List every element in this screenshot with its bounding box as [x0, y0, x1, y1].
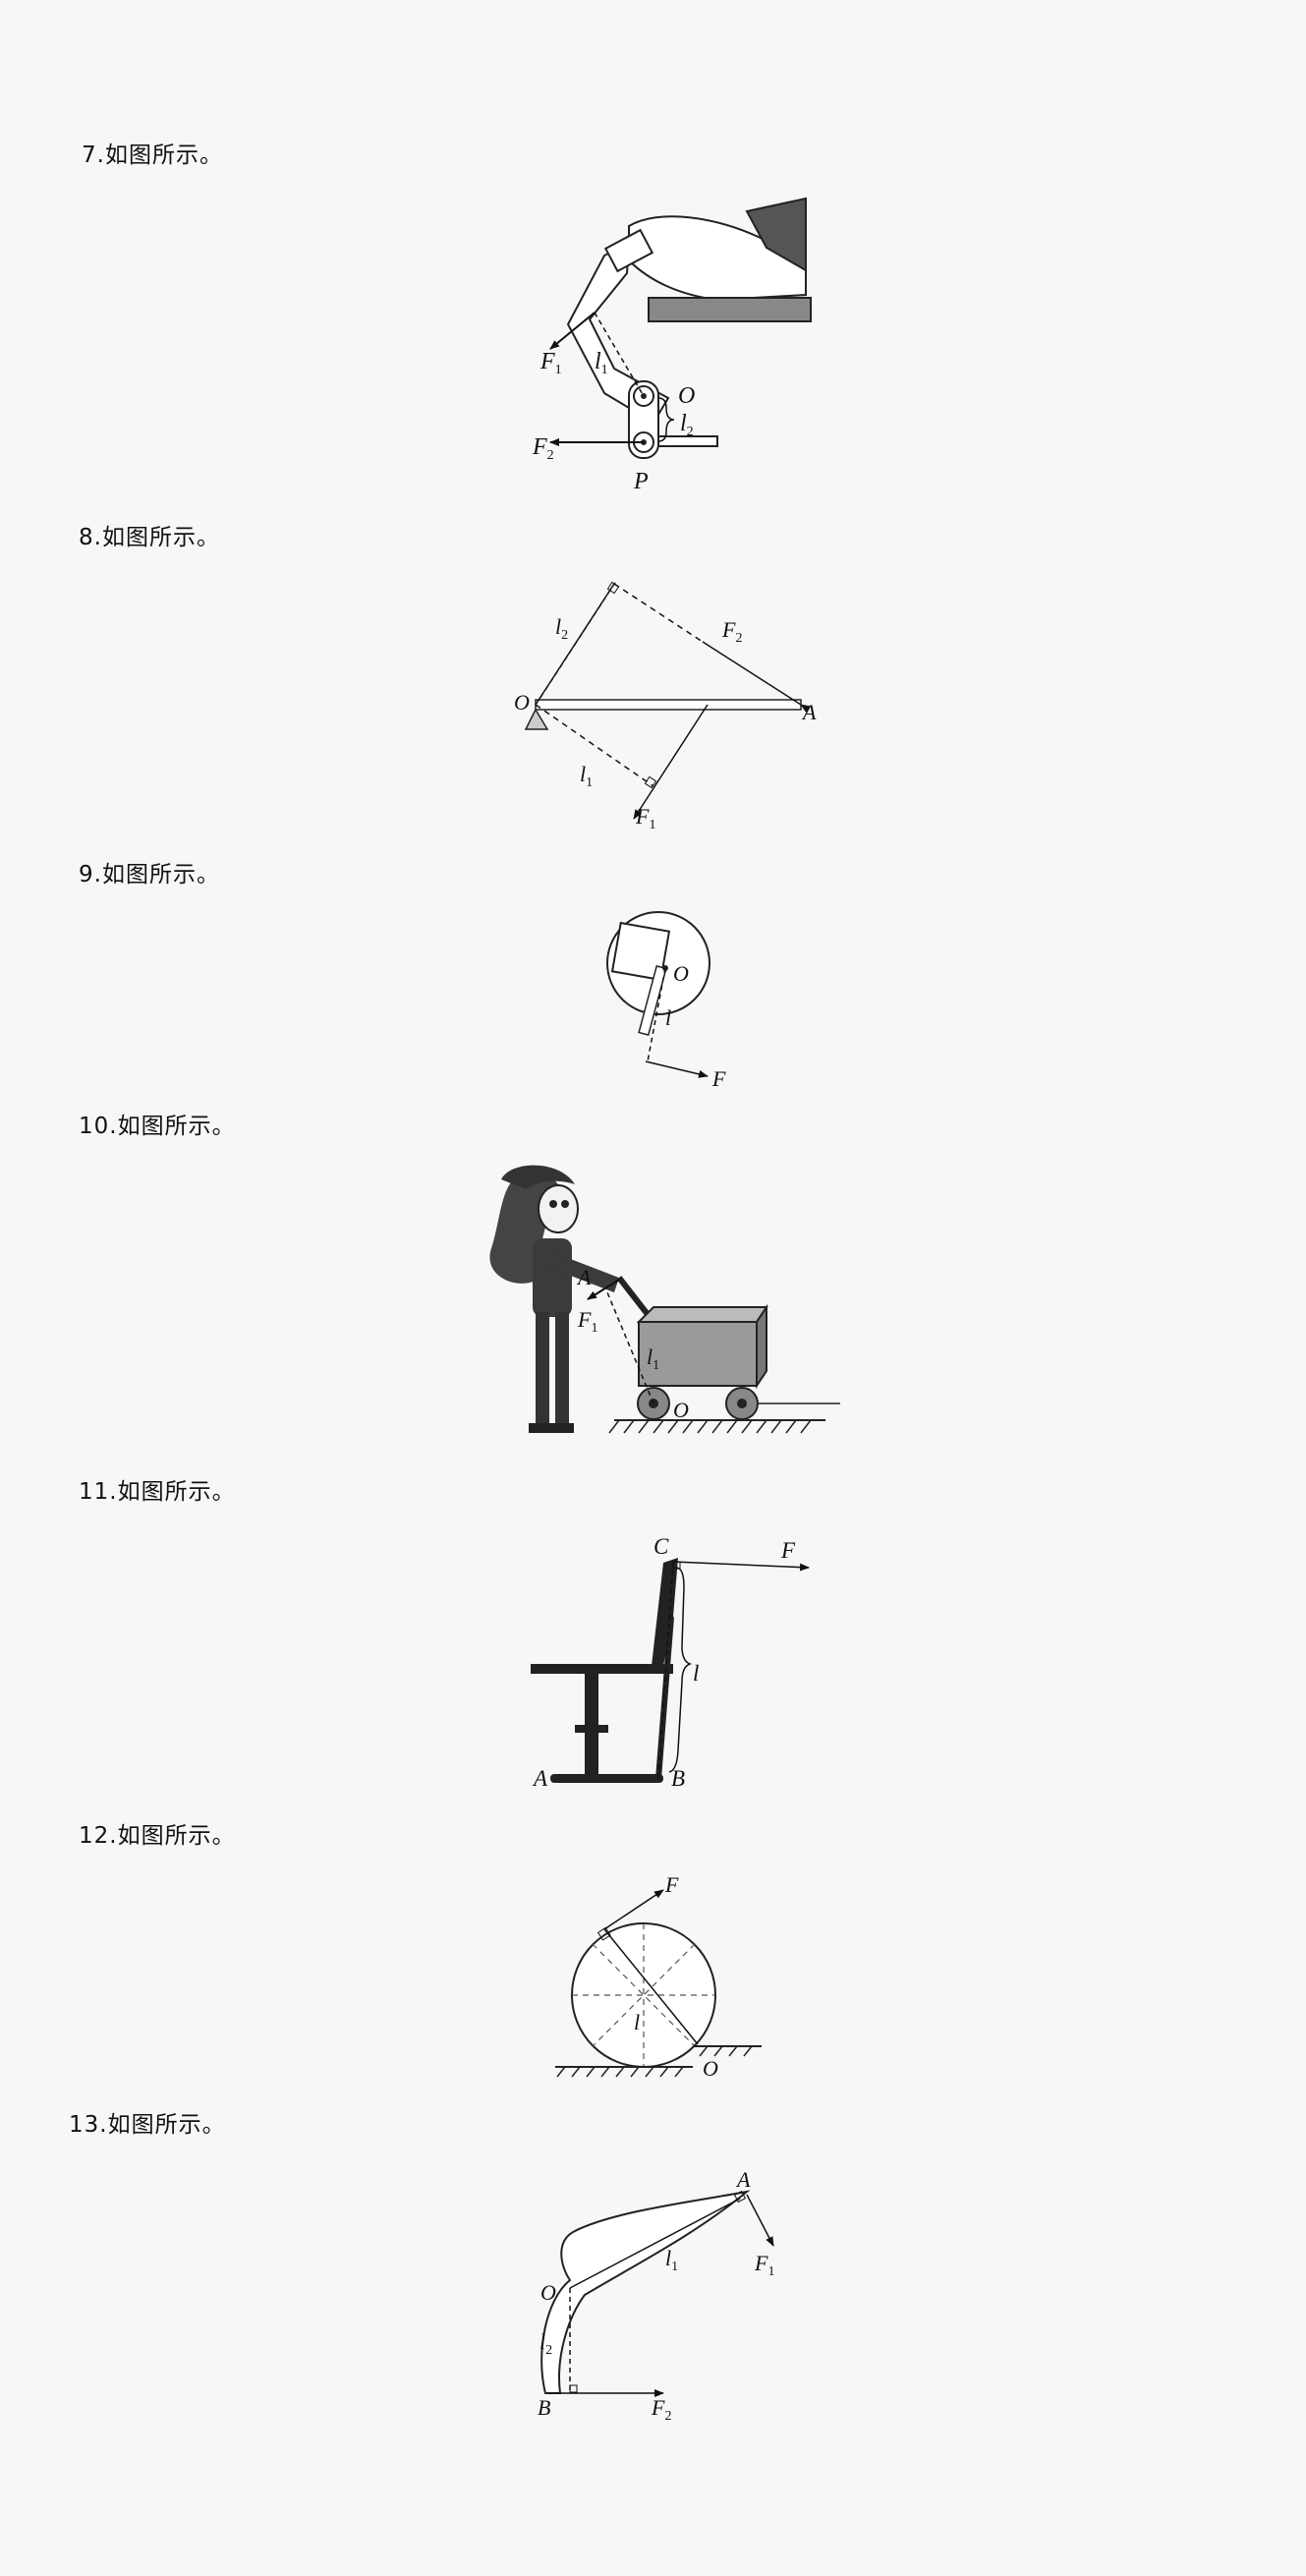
chair-back: [652, 1558, 678, 1666]
label-F2: F2: [721, 617, 742, 646]
label-F1: F1: [754, 2251, 774, 2279]
arm-l1-dashed: [535, 704, 654, 787]
label-C: C: [653, 1534, 669, 1559]
label-O: O: [673, 961, 689, 986]
label-l1: l1: [580, 762, 593, 790]
label-l: l: [634, 2010, 640, 2034]
label-l2: l2: [555, 614, 568, 643]
arm-l2-brace: [657, 397, 675, 442]
label-F2: F2: [532, 434, 554, 463]
arm-l-dashed: [657, 1561, 674, 1780]
shoe-heel: [745, 197, 807, 272]
question-13-label: 13.如图所示。: [69, 2112, 226, 2138]
arm-l-dashed: [647, 967, 666, 1062]
label-l1: l1: [647, 1345, 659, 1373]
label-A: A: [801, 700, 817, 724]
force-F1-arrow: [746, 2194, 774, 2247]
label-B: B: [671, 1766, 685, 1791]
question-11-label: 11.如图所示。: [79, 1479, 236, 1505]
figure-q8-lever-OA: l2 F2 O A l1 F1: [514, 579, 817, 832]
label-F1: F1: [539, 349, 562, 377]
arm-l1-dashed: [606, 1291, 654, 1404]
question-8-label: 8.如图所示。: [79, 525, 220, 550]
chair-base: [550, 1774, 663, 1783]
girl-torso: [533, 1238, 572, 1317]
fulcrum-triangle: [524, 708, 549, 730]
question-7-label: 7.如图所示。: [82, 143, 223, 168]
square-block: [610, 921, 671, 982]
label-l2: l2: [680, 411, 694, 439]
label-F1: F1: [577, 1307, 597, 1336]
figure-q7-pedal-lever: F1 l1 O l2 F2 P: [532, 197, 812, 494]
question-10-label: 10.如图所示。: [79, 1114, 236, 1139]
label-F1: F1: [635, 804, 655, 832]
arm-l-brace: [668, 1567, 693, 1773]
arm-l1-dashed: [594, 312, 645, 397]
label-O: O: [514, 690, 530, 715]
figure-q13-foot-lever: A F1 O l1 l2 B F2: [538, 2167, 774, 2424]
cart-box: [636, 1306, 768, 1323]
label-A: A: [735, 2167, 751, 2192]
force-F1-arrow: [587, 1279, 620, 1300]
label-O: O: [540, 2280, 556, 2305]
figure-q9-wheel-handle: O l F: [606, 911, 726, 1091]
figure-q10-girl-cart: A F1 l1 O: [489, 1165, 840, 1434]
handle-rod: [638, 964, 667, 1037]
label-l: l: [693, 1661, 699, 1686]
label-l1: l1: [595, 349, 608, 377]
force-F-arrow: [645, 1060, 709, 1078]
label-O: O: [673, 1398, 689, 1422]
lever-OA: [535, 699, 802, 711]
figure-q11-chair: C F l A B: [531, 1534, 810, 1791]
label-l2: l2: [539, 2329, 552, 2358]
label-F2: F2: [651, 2395, 671, 2424]
label-A: A: [532, 1766, 548, 1791]
question-9-label: 9.如图所示。: [79, 862, 220, 887]
figure-q12-rolling-wheel: F l O: [555, 1872, 762, 2081]
floor-board: [648, 297, 812, 322]
arm-l1-line: [569, 2198, 741, 2289]
label-O: O: [678, 383, 695, 409]
label-l1: l1: [665, 2246, 678, 2274]
foot-shape: [540, 2190, 751, 2394]
force-F-arrow: [603, 1889, 664, 1930]
force-F1-arrow: [633, 704, 709, 820]
force-F-arrow: [672, 1561, 810, 1572]
label-F: F: [780, 1538, 796, 1563]
label-F: F: [711, 1066, 726, 1091]
question-12-label: 12.如图所示。: [79, 1823, 236, 1849]
label-B: B: [538, 2395, 550, 2420]
label-O: O: [703, 2056, 718, 2081]
force-F2-arrow: [702, 641, 811, 714]
pedal-pad: [603, 228, 654, 273]
label-P: P: [633, 469, 649, 494]
label-F: F: [664, 1872, 679, 1897]
label-l: l: [665, 1005, 671, 1030]
force-F1-arrow: [549, 312, 596, 350]
label-A: A: [576, 1265, 592, 1289]
arm-l-line: [603, 1928, 699, 2045]
girl-face: [538, 1184, 579, 1233]
chair-seat: [531, 1664, 673, 1674]
girl-arm: [550, 1253, 619, 1292]
